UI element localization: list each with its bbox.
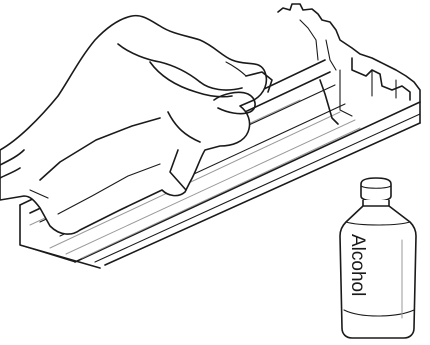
bottle-label: Alcohol: [347, 234, 368, 296]
alcohol-bottle: Alcohol: [340, 178, 416, 338]
hand-with-cloth: [0, 16, 272, 234]
bottle-cap: [361, 178, 391, 201]
rail-end-profile: [278, 4, 420, 124]
